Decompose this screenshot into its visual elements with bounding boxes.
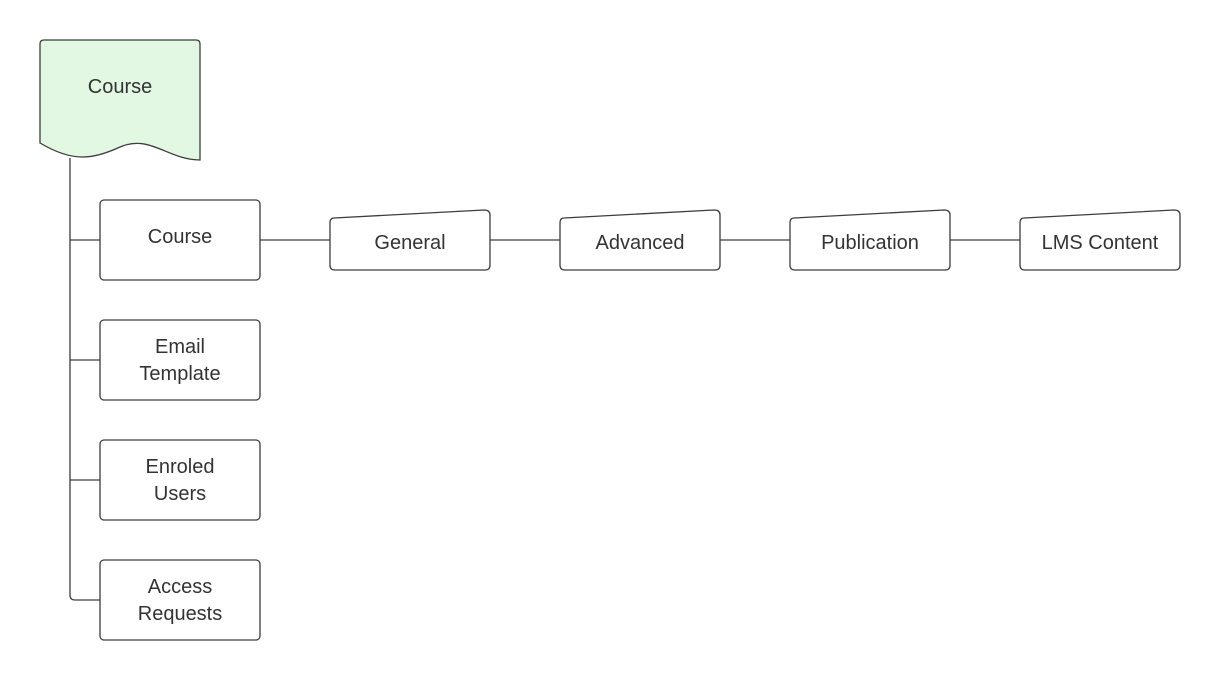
step-node-shape — [329, 209, 491, 271]
child-node-label: Course — [148, 226, 212, 248]
child-node-label-line-1: Access — [148, 576, 212, 598]
child-node-label-line-2: Requests — [138, 603, 223, 625]
child-node-email-template[interactable]: Email Template — [99, 319, 261, 401]
child-node-label-line-1: Enroled — [146, 456, 215, 478]
child-node-box — [99, 439, 261, 521]
tree-trunk — [69, 158, 100, 601]
step-node-general[interactable]: General — [329, 209, 491, 271]
root-document-shape — [39, 39, 201, 161]
tree-connectors — [69, 158, 100, 601]
step-node-shape — [1019, 209, 1181, 271]
child-node-label-line-2: Users — [154, 483, 206, 505]
step-node-advanced[interactable]: Advanced — [559, 209, 721, 271]
step-node-label: Advanced — [596, 232, 685, 254]
step-node-shape — [789, 209, 951, 271]
child-node-box — [99, 199, 261, 281]
step-node-lms-content[interactable]: LMS Content — [1019, 209, 1181, 271]
child-node-box — [99, 559, 261, 641]
child-node-access-requests[interactable]: Access Requests — [99, 559, 261, 641]
step-node-label: Publication — [821, 232, 919, 254]
child-node-box — [99, 319, 261, 401]
step-node-shape — [559, 209, 721, 271]
root-node[interactable]: Course — [39, 39, 201, 161]
child-node-label-line-2: Template — [139, 363, 220, 385]
step-node-label: General — [374, 232, 445, 254]
child-node-enroled-users[interactable]: Enroled Users — [99, 439, 261, 521]
child-node-label-line-1: Email — [155, 336, 205, 358]
step-node-publication[interactable]: Publication — [789, 209, 951, 271]
root-node-label: Course — [88, 76, 152, 98]
child-node-course[interactable]: Course — [99, 199, 261, 281]
step-node-label: LMS Content — [1042, 232, 1159, 254]
